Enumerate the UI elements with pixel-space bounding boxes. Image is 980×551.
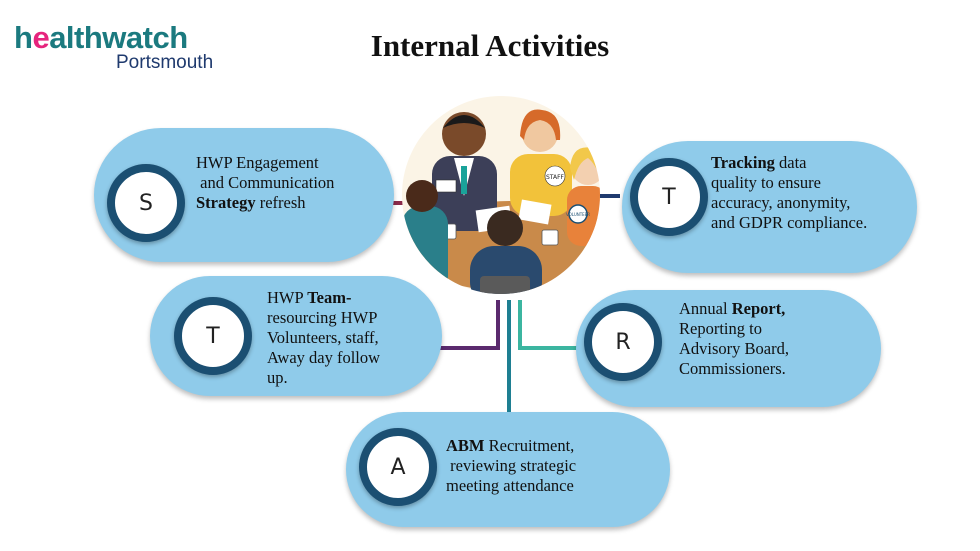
text-line: Volunteers, staff, <box>267 328 380 348</box>
text-line: Annual Report, <box>679 299 789 319</box>
text-line: and Communication <box>196 173 334 193</box>
letter: T <box>206 323 220 349</box>
text-line: meeting attendance <box>446 476 576 496</box>
healthwatch-logo: healthwatch Portsmouth <box>14 22 213 72</box>
staff-badge <box>544 165 566 187</box>
text-segment: refresh <box>255 193 306 212</box>
person-front-head <box>487 210 523 246</box>
logo-wordmark: healthwatch <box>14 22 213 53</box>
person-left-head <box>406 180 438 212</box>
text-segment: Annual <box>679 299 732 318</box>
text-segment: HWP <box>267 288 308 307</box>
text-bold: Tracking <box>711 153 775 172</box>
text-line: Advisory Board, <box>679 339 789 359</box>
text-segment: Away day follow <box>267 348 381 367</box>
text-segment: Recruitment, <box>484 436 575 455</box>
text-line: reviewing strategic <box>446 456 576 476</box>
letter: S <box>139 190 153 216</box>
letter-badge: A <box>359 428 437 506</box>
volunteer-badge-text: VOLUNTEER <box>566 212 590 217</box>
text-segment: quality to ensure <box>711 173 821 192</box>
name-badge <box>435 179 457 193</box>
letter-badge: T <box>174 297 252 375</box>
text-line: Reporting to <box>679 319 789 339</box>
logo-accent: e <box>32 20 50 55</box>
page-title: Internal Activities <box>370 28 610 63</box>
text-segment: Volunteers, staff, <box>267 328 379 347</box>
paper <box>518 199 552 225</box>
tie <box>461 166 467 194</box>
text-line: Commissioners. <box>679 359 789 379</box>
text-segment: reviewing strategic <box>446 456 577 475</box>
text-bold: Report, <box>731 299 786 318</box>
logo-part2: althwatch <box>49 20 188 55</box>
volunteer-badge <box>568 204 588 224</box>
text-line: and GDPR compliance. <box>711 213 867 233</box>
text-line: up. <box>267 368 380 388</box>
text-line: Strategy refresh <box>196 193 334 213</box>
letter: A <box>390 454 406 480</box>
logo-part1: h <box>14 20 33 55</box>
letter: T <box>662 184 676 210</box>
text-bold: Strategy <box>196 193 256 212</box>
text-segment: up. <box>267 368 288 387</box>
hair-red <box>520 109 561 140</box>
letter-badge: T <box>630 158 708 236</box>
text-segment: and Communication <box>196 173 335 192</box>
text-segment: and GDPR compliance. <box>711 213 868 232</box>
hair <box>443 115 485 128</box>
text-line: Tracking data <box>711 153 867 173</box>
text-line: ABM Recruitment, <box>446 436 576 456</box>
letter: R <box>615 329 631 355</box>
text-segment: Advisory Board, <box>679 339 789 358</box>
text-segment: HWP Engagement <box>196 153 319 172</box>
cup <box>541 229 559 246</box>
logo-subtitle: Portsmouth <box>116 52 214 73</box>
text-segment: resourcing HWP <box>267 308 378 327</box>
text-segment: Reporting to <box>679 319 762 338</box>
meeting-illustration: STAFF VOLUNTEER <box>402 96 600 294</box>
text-bold: ABM <box>446 436 485 455</box>
text-segment: accuracy, anonymity, <box>711 193 851 212</box>
connector-report <box>518 300 580 350</box>
text-segment: Commissioners. <box>679 359 786 378</box>
text-bold: Team- <box>307 288 352 307</box>
staff-badge-text: STAFF <box>546 174 565 181</box>
chair <box>480 276 530 294</box>
text-segment: meeting attendance <box>446 476 574 495</box>
text-line: resourcing HWP <box>267 308 380 328</box>
person-staff-head <box>522 116 558 152</box>
text-line: HWP Engagement <box>196 153 334 173</box>
meeting-illustration-art: STAFF VOLUNTEER <box>402 109 600 294</box>
text-line: HWP Team- <box>267 288 380 308</box>
text-line: accuracy, anonymity, <box>711 193 867 213</box>
connector-team <box>440 300 500 350</box>
letter-badge: R <box>584 303 662 381</box>
letter-badge: S <box>107 164 185 242</box>
text-line: Away day follow <box>267 348 380 368</box>
text-line: quality to ensure <box>711 173 867 193</box>
text-segment: data <box>774 153 807 172</box>
